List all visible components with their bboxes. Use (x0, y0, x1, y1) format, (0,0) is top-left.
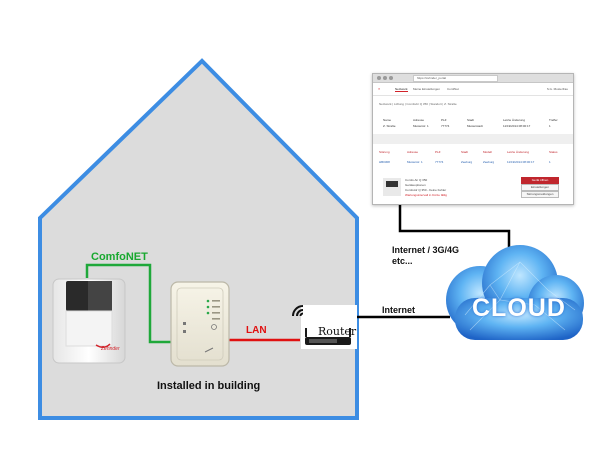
table-2-header-cell: Status (549, 150, 558, 154)
browser-to-cloud-line (398, 202, 511, 252)
table-cell: 11/19/2014 08:00:17 (503, 124, 531, 128)
brand-logo: ◗ (378, 86, 381, 91)
address-bar[interactable]: https://zehnder_portal (413, 75, 498, 82)
table-cell: 77774 (435, 160, 444, 164)
table-1-header-cell: Name (383, 118, 392, 122)
detail-line: ComfoAir Q 350 - Keine Fehler (405, 188, 447, 192)
device-thumbnail (383, 178, 401, 196)
nav-item-settings[interactable]: Meine Einstellungen (413, 87, 441, 91)
detail-line: Comfo Air Q 350 (405, 178, 428, 182)
nav-item-comfnet[interactable]: ComfNet (447, 87, 459, 91)
table-2-header-cell: Stadt (461, 150, 469, 154)
table-cell[interactable]: HB0308 (379, 160, 390, 164)
table-cell: Musterstr. 1 (413, 124, 429, 128)
installed-in-building-label: Installed in building (157, 380, 261, 392)
comfonet-label: ComfoNET (91, 251, 148, 263)
settings-button[interactable]: Einstellungen (521, 184, 559, 191)
table-cell: 77774 (441, 124, 450, 128)
table-cell: 1 (549, 160, 551, 164)
table-cell: Zeeburg (483, 160, 495, 164)
table-2-header-cell: Modell (483, 150, 492, 154)
mobile-internet-label-etc: etc... (392, 256, 413, 266)
lan-label: LAN (246, 325, 267, 336)
table-cell: Z. Straße (383, 124, 396, 128)
gateway-box (170, 281, 230, 367)
nav-item-netzwerk[interactable]: Netzwerk (395, 87, 408, 92)
open-device-button[interactable]: Gerät öffnen (521, 177, 559, 184)
section-divider (373, 134, 573, 144)
table-2-header-cell: Adresse (407, 150, 419, 154)
table-1-header-cell: Letzte Änderung (503, 118, 526, 122)
table-1-header-cell: Adresse (413, 118, 425, 122)
table-1-header-cell: Treffer (549, 118, 558, 122)
internet-label: Internet (382, 305, 416, 315)
unit-brand-text: Zehnder (101, 346, 120, 352)
table-2-header-cell: Störung (379, 150, 390, 154)
web-portal-window: https://zehnder_portal ◗ Netzwerk Meine … (372, 73, 574, 205)
cloud-label: CLOUD (472, 294, 566, 322)
detail-warning: Wartungsintervall in Kürze fällig (405, 193, 447, 197)
detail-line: Geräteoptionen (405, 183, 426, 187)
cloud-icon (446, 245, 584, 340)
comfonet-line (85, 263, 172, 344)
router-label: Router (318, 325, 357, 338)
table-cell: Musterstadt (467, 124, 483, 128)
window-close-icon[interactable] (377, 76, 381, 80)
table-cell: Musterstr. 1 (407, 160, 423, 164)
mobile-internet-label: Internet / 3G/4G (392, 245, 460, 255)
fault-messages-button[interactable]: Störungsmeldungen (521, 191, 559, 198)
table-1-header-cell: Stadt (467, 118, 475, 122)
table-1-header-cell: PLZ (441, 118, 447, 122)
table-cell: 11/19/2014 08:00:17 (507, 160, 535, 164)
browser-titlebar: https://zehnder_portal (373, 74, 573, 83)
breadcrumb: Netzwerk | Lüftung | ComfoAir Q 350 | St… (379, 102, 457, 106)
table-cell: 1 (549, 124, 551, 128)
portal-nav: ◗ Netzwerk Meine Einstellungen ComfNet S… (373, 83, 573, 96)
device-detail-panel: Comfo Air Q 350 Geräteoptionen ComfoAir … (383, 177, 563, 199)
ventilation-unit (52, 278, 126, 364)
table-cell: Zeeburg (461, 160, 473, 164)
window-minimize-icon[interactable] (383, 76, 387, 80)
router-icon (292, 305, 357, 349)
table-2-header-cell: Letzte Änderung (507, 150, 530, 154)
user-menu[interactable]: S.G. Musterfrau (546, 87, 568, 91)
table-2-header-cell: PLZ (435, 150, 441, 154)
window-maximize-icon[interactable] (389, 76, 393, 80)
